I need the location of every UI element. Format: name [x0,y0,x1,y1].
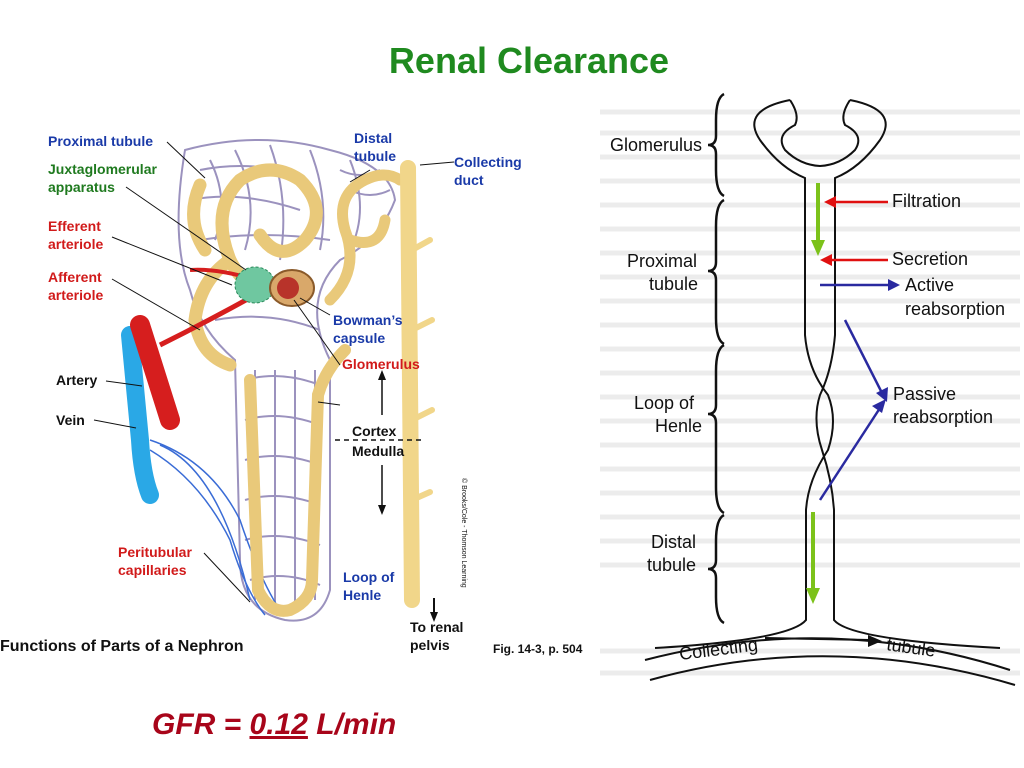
juxtaglomerular-apparatus-shape [234,266,276,304]
label-collecting-2: duct [454,172,484,188]
bracket-glomerulus [707,92,725,198]
process-passive-1: Passive [893,384,956,404]
process-filtration: Filtration [892,191,961,211]
segment-distal-2: tubule [647,555,696,575]
bracket-proximal [707,198,725,346]
segment-glomerulus: Glomerulus [610,135,702,155]
collecting-flow-arrow [764,637,871,641]
label-medulla: Medulla [352,443,404,459]
nephron-illustration: Proximal tubule Juxtaglomerular apparatu… [0,130,583,656]
background-text-lines [600,109,1020,676]
bracket-distal [707,513,725,625]
afferent-arteriole-vessel [158,292,257,348]
figure-caption: Functions of Parts of a Nephron [0,638,244,655]
gfr-value: 0.12 [249,708,308,741]
label-glomerulus: Glomerulus [342,356,420,372]
label-cortex: Cortex [352,423,397,439]
figure-reference: Fig. 14-3, p. 504 [493,642,583,656]
capillary-network [177,139,397,622]
nephron-schematic: Glomerulus Proximal tubule Loop of Henle… [600,92,1020,686]
process-secretion: Secretion [892,249,968,269]
segment-proximal-2: tubule [649,274,698,294]
label-afferent-2: arteriole [48,287,103,303]
process-active-2: reabsorption [905,299,1005,319]
segment-loop-2: Henle [655,416,702,436]
label-peritubular-2: capillaries [118,562,187,578]
label-renal-2: pelvis [410,637,450,653]
label-distal-2: tubule [354,148,396,164]
label-proximal-tubule: Proximal tubule [48,133,153,149]
distal-convoluted-tubule [324,169,406,306]
glomerulus-cup-inner [780,99,860,168]
label-peritubular-1: Peritubular [118,544,192,560]
glomerulus-shape [277,277,299,299]
gfr-unit: L/min [307,708,397,741]
collecting-label-1: Collecting [678,634,759,663]
passive-reabsorption-arrow-upper [843,319,884,394]
label-efferent-2: arteriole [48,236,103,252]
leader-lines [93,141,455,603]
bracket-loop [707,343,725,515]
peritubular-capillary-lines [149,439,281,616]
label-artery: Artery [56,372,97,388]
loop-of-henle-tube [244,344,351,617]
label-collecting-1: Collecting [454,154,522,170]
process-active-1: Active [905,275,954,295]
slide-title: Renal Clearance [388,40,670,81]
label-renal-1: To renal [410,619,463,635]
collecting-duct-branches [409,237,435,503]
label-bowmans-2: capsule [333,330,385,346]
nephron-tube-outline [654,99,1001,649]
label-loop-1: Loop of [343,569,395,585]
gfr-prefix: GFR = [152,708,250,741]
vein-vessel [121,326,159,504]
label-vein: Vein [56,412,85,428]
collecting-label-2: tubule [885,634,936,661]
artery-vessel [130,315,180,430]
label-bowmans-1: Bowman’s [333,312,403,328]
label-efferent-1: Efferent [48,218,101,234]
process-passive-2: reabsorption [893,407,993,427]
segment-proximal-1: Proximal [627,251,697,271]
copyright-note: © Brooks/Cole - Thomson Learning [460,478,468,588]
label-loop-2: Henle [343,587,381,603]
passive-reabsorption-arrow-lower [818,407,882,501]
gfr-formula: GFR = 0.12 L/min [152,708,396,742]
label-afferent-1: Afferent [48,269,102,285]
label-juxtaglomerular-2: apparatus [48,179,115,195]
label-juxtaglomerular-1: Juxtaglomerular [48,161,157,177]
label-distal-1: Distal [354,130,392,146]
collecting-duct-tube [400,160,420,608]
segment-distal-1: Distal [651,532,696,552]
segment-loop-1: Loop of [634,393,695,413]
